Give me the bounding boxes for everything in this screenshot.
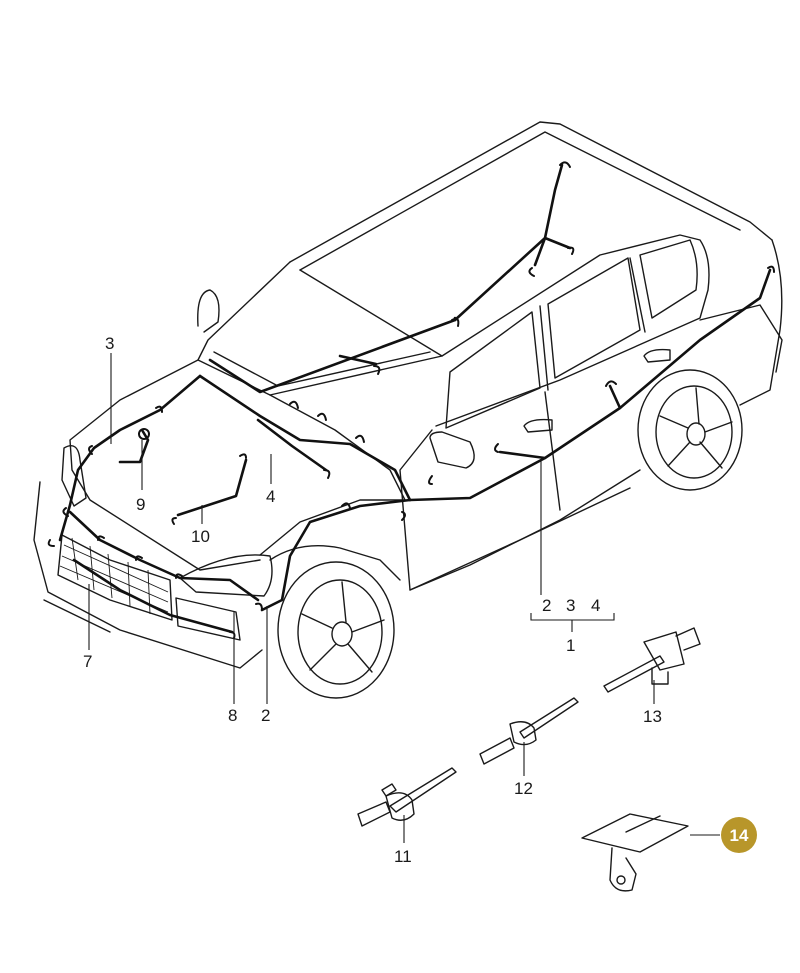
- callout-group-2: 2: [542, 596, 551, 615]
- front-wheel: [277, 561, 395, 699]
- callout-4: 4: [266, 487, 275, 506]
- leader-lines: [88, 353, 720, 843]
- callout-7: 7: [83, 652, 92, 671]
- harness-connectors: [47, 161, 775, 639]
- callouts: 3 9 10 4 7 8 2 2 3 4 1 13 12 11 14: [83, 334, 757, 866]
- callout-12: 12: [514, 779, 533, 798]
- callout-9: 9: [136, 495, 145, 514]
- callout-group-3: 3: [566, 596, 575, 615]
- part-14-bracket: [581, 813, 689, 892]
- car-body: [33, 121, 783, 669]
- callout-2: 2: [261, 706, 270, 725]
- callout-1: 1: [566, 636, 575, 655]
- part-13-cable-tie-holder: [603, 627, 701, 693]
- callout-13: 13: [643, 707, 662, 726]
- callout-3: 3: [105, 334, 114, 353]
- callout-group-4: 4: [591, 596, 600, 615]
- wiring-harness: [58, 163, 772, 634]
- callout-14-badge: [721, 817, 757, 853]
- part-11-cable-tie-clip: [357, 767, 457, 827]
- callout-8: 8: [228, 706, 237, 725]
- callout-11: 11: [394, 847, 412, 866]
- callout-10: 10: [191, 527, 210, 546]
- rear-wheel: [637, 369, 743, 491]
- callout-14: 14: [730, 826, 749, 845]
- part-12-cable-tie-clip: [479, 697, 579, 765]
